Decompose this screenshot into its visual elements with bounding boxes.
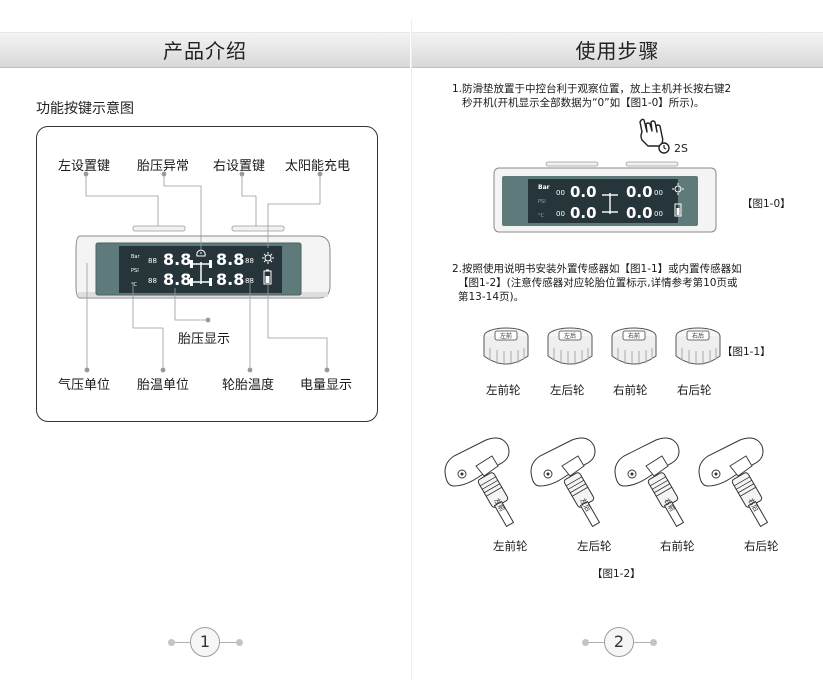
step1-text: 1.防滑垫放置于中控台利于观察位置，放上主机并长按右键2 秒开机(开机显示全部数… [452, 82, 731, 110]
lcd2-fl-temp: 00 [556, 189, 565, 197]
cap-label-left-front: 左前轮 [486, 383, 521, 397]
solar-icon [262, 252, 274, 264]
page-number-1: 1 [190, 627, 220, 657]
step2-line3: 第13-14页)。 [458, 291, 525, 303]
lcd-rr-pressure: 8.8 [216, 270, 244, 289]
label-battery-display: 电量显示 [300, 378, 353, 393]
lcd-fr-pressure: 8.8 [216, 250, 244, 269]
leader-dots [83, 171, 330, 373]
right-page-header: 使用步骤 [412, 32, 823, 68]
internal-label-right-rear: 右后轮 [744, 539, 779, 553]
figure-1-1-label: 【图1-1】 [722, 346, 771, 358]
page-number-2: 2 [604, 627, 634, 657]
solar-icon [672, 183, 684, 195]
label-tire-temp: 轮胎温度 [222, 378, 275, 393]
cap-tag-rr: 右后 [692, 332, 704, 340]
cap-tag-lf: 左前 [500, 332, 512, 340]
lcd2-unit-c: °C [538, 213, 545, 219]
lcd-rl-pressure: 8.8 [163, 270, 191, 289]
page-number-dot [582, 639, 589, 646]
internal-sensor-right-front: 右前 [614, 437, 685, 528]
press-time-label: 2S [674, 142, 688, 155]
label-pressure-unit: 气压单位 [58, 378, 111, 393]
lcd-unit-c: °C [131, 282, 138, 288]
page-divider [411, 20, 412, 680]
cap-label-right-rear: 右后轮 [677, 383, 712, 397]
section-title: 功能按键示意图 [36, 101, 134, 117]
right-setting-button [231, 225, 285, 232]
battery-icon [263, 269, 272, 285]
battery-icon [674, 203, 682, 217]
lcd-fl-temp: 88 [148, 257, 157, 265]
figure-1-2-label: 【图1-2】 [592, 568, 641, 580]
lcd2-rl-pressure: 0.0 [570, 204, 597, 222]
lcd2-fl-pressure: 0.0 [570, 183, 597, 201]
device-diagram: Bar PSI °C 88 88 8.8 8.8 8.8 8.8 88 88 [75, 171, 331, 373]
left-page-header: 产品介绍 [0, 32, 410, 68]
lcd2-rr-pressure: 0.0 [626, 204, 653, 222]
lcd-rr-temp: 88 [245, 277, 254, 285]
cap-tag-lr: 左后 [564, 332, 576, 340]
internal-sensor-left-rear: 左后 [530, 437, 601, 528]
lcd-fr-temp: 88 [245, 257, 254, 265]
pressure-alarm-icon [196, 249, 206, 257]
cap-label-left-rear: 左后轮 [550, 383, 585, 397]
external-sensor-caps: 左前 左后 右前 右后 [483, 327, 721, 365]
car-chassis-icon [602, 193, 618, 214]
lcd2-unit-bar: Bar [538, 184, 550, 191]
internal-sensor-left-front: 左前 [444, 437, 515, 528]
label-temp-unit: 胎温单位 [137, 378, 190, 393]
label-pressure-alarm: 胎压异常 [137, 159, 190, 174]
cap-tag-rf: 右前 [628, 332, 640, 340]
lcd2-fr-pressure: 0.0 [626, 183, 653, 201]
page-number-dot [168, 639, 175, 646]
device-powered-on: Bar PSI °C 00 00 0.0 0.0 0.0 0.0 00 00 [493, 161, 717, 233]
internal-sensor-right-rear: 右后 [698, 437, 769, 528]
lcd-fl-pressure: 8.8 [163, 250, 191, 269]
internal-sensors: 左前 左后 右前 右后 [444, 437, 769, 528]
page-number-dot [650, 639, 657, 646]
sensor-cap-right-front: 右前 [611, 327, 657, 365]
lcd2-fr-temp: 00 [654, 189, 663, 197]
leader-lines [85, 174, 328, 370]
cap-label-right-front: 右前轮 [613, 383, 648, 397]
label-left-key: 左设置键 [58, 159, 111, 174]
figure-1-0-label: 【图1-0】 [742, 198, 791, 210]
sensor-cap-left-front: 左前 [483, 327, 529, 365]
lcd-unit-psi: PSI [131, 268, 139, 274]
lcd2-unit-psi: PSI [538, 199, 546, 205]
left-page-title: 产品介绍 [163, 39, 247, 63]
internal-label-left-rear: 左后轮 [577, 539, 612, 553]
lcd-unit-bar: Bar [131, 254, 140, 260]
car-chassis-icon [190, 260, 212, 286]
step1-line2: 秒开机(开机显示全部数据为“0”如【图1-0】所示)。 [462, 97, 705, 109]
left-setting-button [132, 225, 186, 232]
internal-label-right-front: 右前轮 [660, 539, 695, 553]
internal-label-left-front: 左前轮 [493, 539, 528, 553]
sensor-cap-right-rear: 右后 [675, 327, 721, 365]
label-solar: 太阳能充电 [285, 159, 351, 174]
hand-press-icon: 2S [639, 118, 688, 155]
sensor-cap-left-rear: 左后 [547, 327, 593, 365]
step2-line1: 2.按照使用说明书安装外置传感器如【图1-1】或内置传感器如 [452, 263, 742, 275]
page-number-dot [236, 639, 243, 646]
right-page-title: 使用步骤 [575, 39, 660, 63]
lcd-rl-temp: 88 [148, 277, 157, 285]
lcd2-rr-temp: 00 [654, 210, 663, 218]
step1-line1: 1.防滑垫放置于中控台利于观察位置，放上主机并长按右键2 [452, 83, 732, 95]
step2-line2: 【图1-2】(注意传感器对应轮胎位置标示,详情参考第10页或 [458, 277, 738, 289]
lcd2-rl-temp: 00 [556, 210, 565, 218]
label-right-key: 右设置键 [213, 159, 266, 174]
diagram-frame [36, 126, 378, 422]
label-pressure-display: 胎压显示 [178, 332, 231, 347]
step2-text: 2.按照使用说明书安装外置传感器如【图1-1】或内置传感器如 【图1-2】(注意… [452, 262, 742, 304]
